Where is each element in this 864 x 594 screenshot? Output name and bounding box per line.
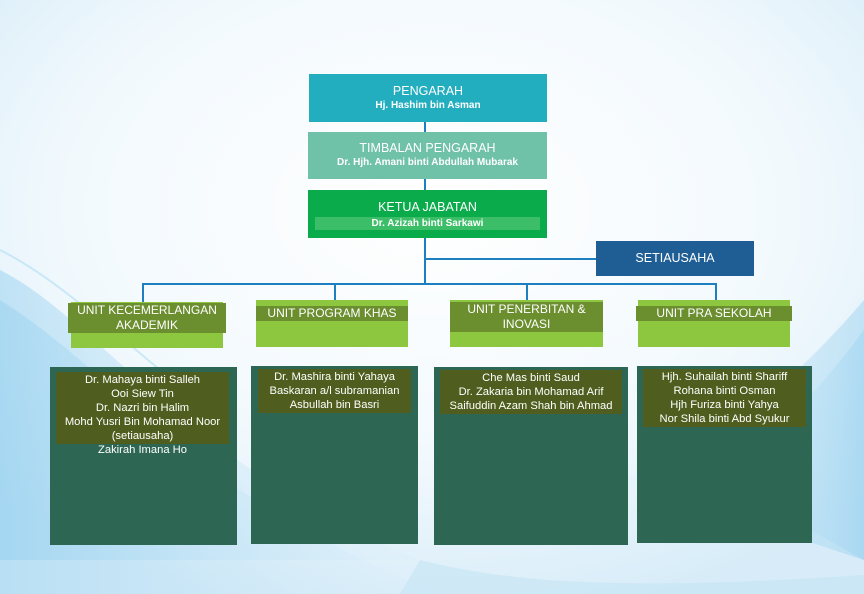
deputy-name: Dr. Hjh. Amani binti Abdullah Mubarak <box>337 157 518 168</box>
connector-secretary <box>426 258 596 260</box>
connector-head-bus <box>424 238 426 284</box>
member-4-2: Rohana binti Osman <box>673 385 776 397</box>
connector-unit-3 <box>526 283 528 302</box>
member-3-1: Che Mas binti Saud <box>482 372 580 384</box>
connector-deputy-head <box>424 179 426 190</box>
unit-label-4: UNIT PRA SEKOLAH <box>636 306 792 321</box>
connector-unit-4 <box>715 283 717 302</box>
unit-panel-2: Dr. Mashira binti Yahaya Baskaran a/l su… <box>251 366 418 544</box>
member-1-2: Ooi Siew Tin <box>111 388 174 400</box>
unit-box-3: UNIT PENERBITAN & INOVASI <box>450 300 603 347</box>
member-1-4: Mohd Yusri Bin Mohamad Noor <box>64 416 221 428</box>
unit-members-4: Hjh. Suhailah binti Shariff Rohana binti… <box>643 369 806 427</box>
member-1-1: Dr. Mahaya binti Salleh <box>84 374 201 386</box>
member-4-1: Hjh. Suhailah binti Shariff <box>661 371 788 383</box>
unit-box-1: UNIT KECEMERLANGAN AKADEMIK <box>68 302 226 348</box>
unit-box-4: UNIT PRA SEKOLAH <box>636 300 792 347</box>
director-name: Hj. Hashim bin Asman <box>375 100 481 111</box>
unit-label-3: UNIT PENERBITAN & INOVASI <box>450 302 603 332</box>
head-box: KETUA JABATAN Dr. Azizah binti Sarkawi <box>308 190 547 238</box>
unit-panel-4: Hjh. Suhailah binti Shariff Rohana binti… <box>637 366 812 543</box>
member-4-3: Hjh Furiza binti Yahya <box>670 399 779 411</box>
unit-label-2: UNIT PROGRAM KHAS <box>256 306 408 321</box>
head-name: Dr. Azizah binti Sarkawi <box>315 217 540 230</box>
unit-box-2: UNIT PROGRAM KHAS <box>256 300 408 347</box>
unit-panel-3: Che Mas binti Saud Dr. Zakaria bin Moham… <box>434 367 628 545</box>
director-title: PENGARAH <box>392 84 464 98</box>
unit-members-2: Dr. Mashira binti Yahaya Baskaran a/l su… <box>258 369 411 413</box>
member-3-2: Dr. Zakaria bin Mohamad Arif <box>458 386 604 398</box>
connector-director-deputy <box>424 122 426 132</box>
connector-unit-1 <box>142 283 144 302</box>
deputy-box: TIMBALAN PENGARAH Dr. Hjh. Amani binti A… <box>308 132 547 179</box>
deputy-title: TIMBALAN PENGARAH <box>359 141 496 155</box>
connector-bus <box>142 283 717 285</box>
member-3-3: Saifuddin Azam Shah bin Ahmad <box>449 400 613 412</box>
member-4-4: Nor Shila binti Abd Syukur <box>659 413 790 425</box>
unit-members-1: Dr. Mahaya binti Salleh Ooi Siew Tin Dr.… <box>56 372 229 444</box>
head-title: KETUA JABATAN <box>378 200 477 214</box>
member-1-3: Dr. Nazri bin Halim <box>95 402 190 414</box>
unit-panel-1: Dr. Mahaya binti Salleh Ooi Siew Tin Dr.… <box>50 367 237 545</box>
member-1-6: Zakirah Imana Ho <box>98 444 187 456</box>
member-2-1: Dr. Mashira binti Yahaya <box>274 371 395 383</box>
director-box: PENGARAH Hj. Hashim bin Asman <box>309 74 547 122</box>
member-2-3: Asbullah bin Basri <box>289 399 380 411</box>
secretary-box: SETIAUSAHA <box>596 241 754 276</box>
unit-members-1-extra: Zakirah Imana Ho <box>56 443 229 457</box>
connector-unit-2 <box>334 283 336 302</box>
unit-label-1: UNIT KECEMERLANGAN AKADEMIK <box>68 303 226 333</box>
member-2-2: Baskaran a/l subramanian <box>269 385 400 397</box>
member-1-5: (setiausaha) <box>111 430 174 442</box>
secretary-title: SETIAUSAHA <box>635 251 715 265</box>
unit-members-3: Che Mas binti Saud Dr. Zakaria bin Moham… <box>440 370 622 414</box>
